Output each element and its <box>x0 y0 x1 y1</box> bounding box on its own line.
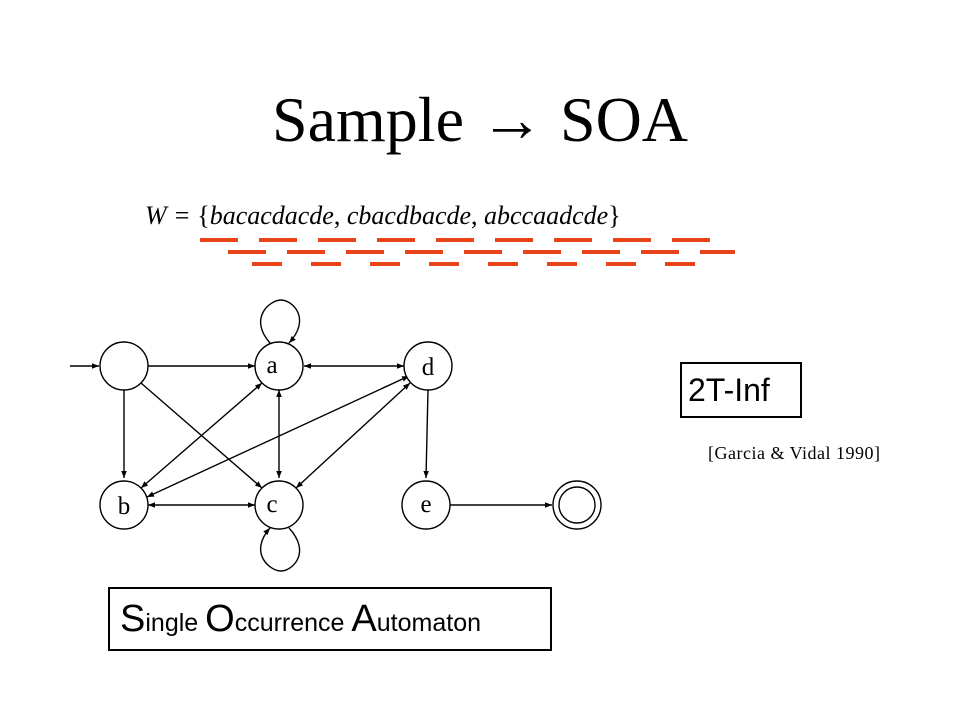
citation: [Garcia & Vidal 1990] <box>708 443 881 463</box>
caption-rest-s: ingle <box>145 609 206 637</box>
sample-word-1: bacacdacde <box>209 201 334 230</box>
open-brace: { <box>197 201 210 230</box>
caption-rest-o: ccurrence <box>234 609 352 637</box>
self-loop-a <box>259 299 301 344</box>
caption-initial-s: S <box>120 598 146 640</box>
node-a <box>254 341 304 391</box>
node-final-inner <box>558 486 596 524</box>
node-label-b: b <box>118 493 131 520</box>
node-label-c: c <box>266 491 277 518</box>
close-brace: } <box>608 201 621 230</box>
sample-prefix: W = <box>145 201 198 230</box>
caption-initial-o: O <box>205 598 235 640</box>
node-d <box>403 341 453 391</box>
node-label-a: a <box>266 352 277 379</box>
self-loop-c <box>259 527 301 572</box>
algorithm-badge: 2T-Inf <box>680 362 802 418</box>
node-c <box>254 480 304 530</box>
node-e <box>401 480 451 530</box>
separator-1: , <box>333 201 347 230</box>
node-b <box>99 480 149 530</box>
edge-d-c <box>295 382 411 489</box>
caption-initial-a: A <box>351 598 377 640</box>
sample-word-2: cbacdbacde <box>346 201 472 230</box>
node-label-e: e <box>420 491 431 518</box>
caption-box: Single Occurrence Automaton <box>108 587 552 651</box>
edge-d-b <box>146 375 410 498</box>
node-label-d: d <box>422 354 435 381</box>
sample-set: W = {bacacdacde, cbacdbacde, abccaadcde} <box>145 203 621 229</box>
caption-rest-a: utomaton <box>376 609 482 637</box>
sample-word-3: abccaadcde <box>484 201 609 230</box>
node-start <box>99 341 149 391</box>
edge-d-e <box>423 389 429 479</box>
separator-2: , <box>471 201 485 230</box>
slide-title: Sample → SOA <box>272 84 688 155</box>
